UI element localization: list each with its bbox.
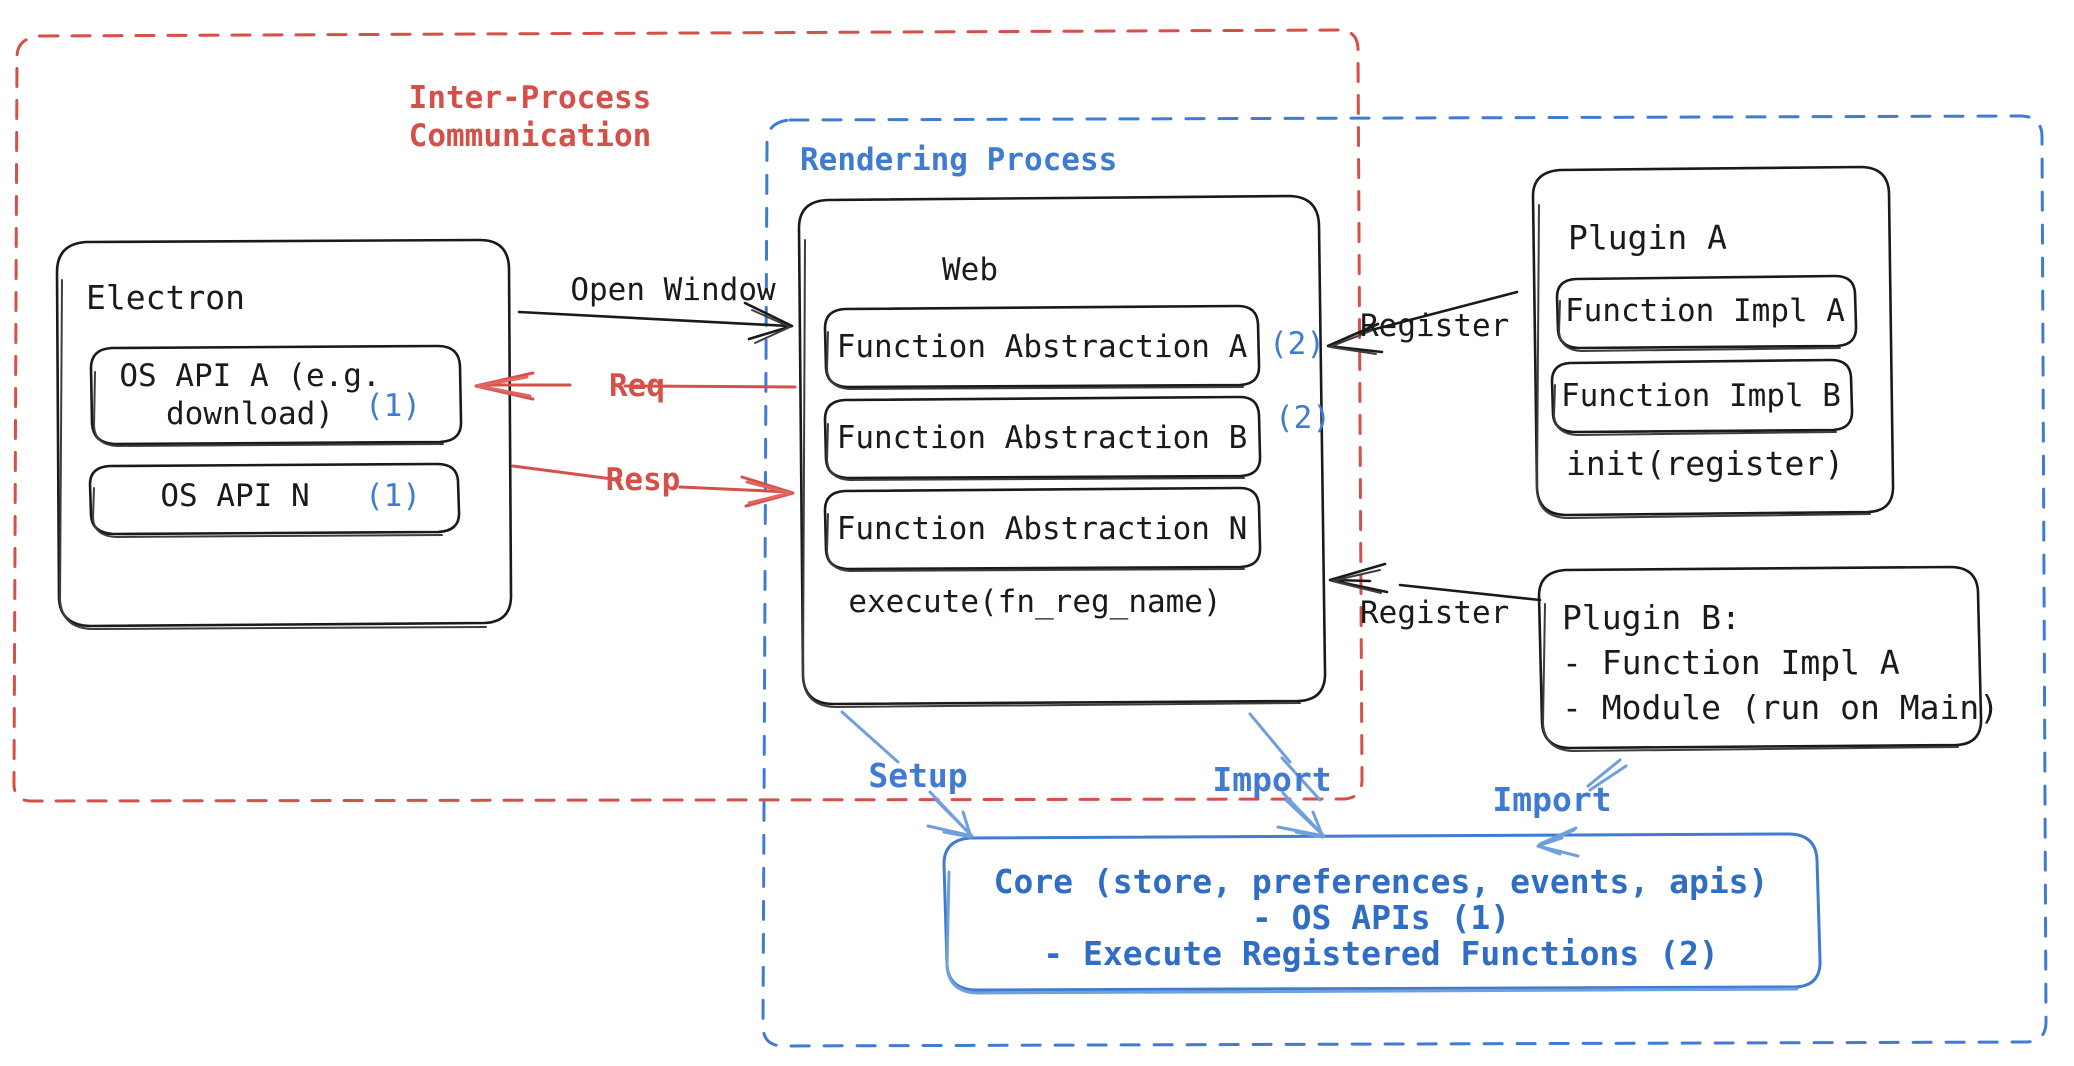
edge-register-a-label: Register [1360,308,1510,344]
function-abstraction-b-label: Function Abstraction B [836,420,1248,456]
function-abstraction-n-label: Function Abstraction N [836,511,1248,547]
edge-req-label: Req [609,368,665,404]
function-impl-a-label: Function Impl A [1565,293,1845,329]
os-api-a-tag: (1) [365,388,421,424]
edge-import-plugin-label: Import [1492,780,1612,819]
rendering-region-label: Rendering Process [800,142,1118,178]
core-line-2: - Execute Registered Functions (2) [1043,934,1719,973]
function-abstraction-a-tag: (2) [1269,326,1325,362]
core-line-0: Core (store, preferences, events, apis) [993,862,1769,901]
function-abstraction-a-label: Function Abstraction A [836,329,1248,365]
plugin-b-line-0: Plugin B: [1562,598,1741,637]
electron-title: Electron [86,278,245,317]
edge-setup-label: Setup [868,756,968,795]
plugin-a-footer-label: init(register) [1566,444,1845,483]
os-api-a-label: OS API A (e.g. download) [119,358,381,432]
os-api-n-tag: (1) [365,478,421,514]
web-title: Web [942,252,998,288]
edge-resp-label: Resp [605,462,681,498]
edge-import-web-label: Import [1212,760,1332,799]
function-abstraction-b-tag: (2) [1275,400,1331,436]
plugin-b-line-2: - Module (run on Main) [1562,688,2000,727]
core-line-1: - OS APIs (1) [1251,898,1511,937]
plugin-a-title: Plugin A [1568,218,1727,257]
edge-open-window-label: Open Window [570,272,776,308]
function-impl-b-label: Function Impl B [1561,378,1841,414]
ipc-region-label: Inter-Process Communication [408,80,652,154]
os-api-n-label: OS API N [160,478,310,514]
plugin-b-line-1: - Function Impl A [1562,643,1900,682]
web-footer-label: execute(fn_reg_name) [848,584,1222,620]
edge-register-b-label: Register [1360,595,1510,631]
